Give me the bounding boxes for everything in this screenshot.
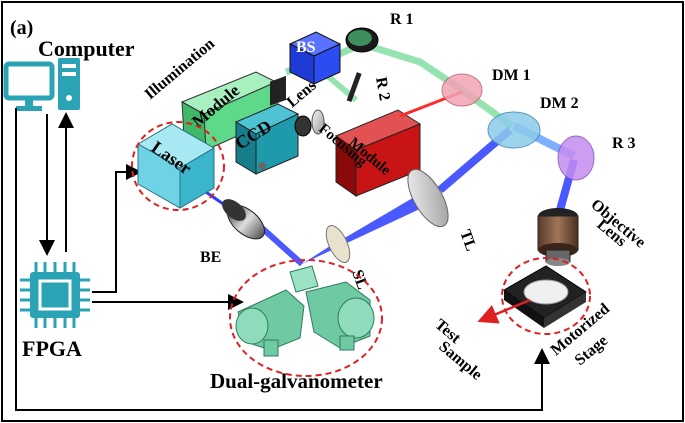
tube-lens bbox=[407, 168, 449, 228]
test-sample-label-2: Sample bbox=[435, 338, 485, 384]
dm1-mirror bbox=[441, 73, 483, 107]
r2-label: R 2 bbox=[372, 76, 393, 102]
scan-beam bbox=[302, 196, 422, 264]
r2-mirror bbox=[346, 72, 362, 103]
tl-label: TL bbox=[456, 228, 479, 254]
r3-label: R 3 bbox=[612, 135, 636, 152]
r1-label: R 1 bbox=[390, 11, 414, 28]
ccd-lens bbox=[311, 109, 325, 135]
dm2-mirror bbox=[487, 111, 541, 149]
laser-highlight-circle bbox=[131, 121, 225, 211]
laser-source bbox=[137, 123, 215, 209]
motorized-stage bbox=[503, 265, 587, 328]
dm2-label: DM 2 bbox=[540, 95, 579, 112]
dual-galvanometer-label: Dual-galvanometer bbox=[210, 369, 383, 393]
fpga-chip-icon bbox=[20, 262, 90, 328]
computer-icon bbox=[3, 58, 80, 111]
dm1-label: DM 1 bbox=[492, 67, 531, 84]
fpga-label: FPGA bbox=[22, 336, 82, 361]
r1-mirror bbox=[345, 27, 379, 53]
fpga-to-laser-arrow bbox=[92, 164, 142, 293]
beam-splitter-cube bbox=[288, 31, 342, 85]
computer-label: Computer bbox=[38, 36, 135, 61]
galvanometer-assembly bbox=[235, 265, 375, 357]
expanded-beam bbox=[259, 225, 305, 267]
panel-label: (a) bbox=[10, 17, 33, 39]
focusing-module bbox=[334, 109, 422, 197]
bs-label: BS bbox=[296, 39, 316, 56]
computer-to-stage-arrow bbox=[15, 108, 550, 411]
galvo-highlight-circle bbox=[229, 259, 383, 377]
stage-highlight-circle bbox=[501, 257, 591, 335]
objective-lens bbox=[537, 208, 579, 266]
be-label: BE bbox=[200, 249, 221, 266]
beam-expander bbox=[222, 199, 266, 240]
scan-lens bbox=[325, 224, 351, 264]
sample-arrow bbox=[477, 298, 531, 324]
sl-label: SL bbox=[348, 268, 371, 292]
r3-mirror bbox=[557, 135, 595, 181]
ccd-camera bbox=[234, 103, 312, 175]
